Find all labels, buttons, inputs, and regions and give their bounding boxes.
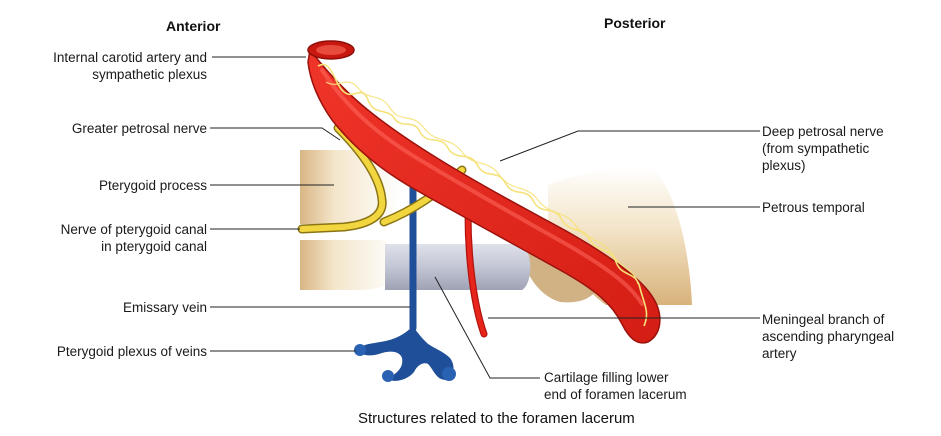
label-deep-petrosal-line2: (from sympathetic (762, 141, 870, 156)
sympathetic-plexus-strand (325, 81, 639, 285)
greater-petrosal-nerve-fill (299, 125, 386, 232)
label-cartilage-line2: end of foramen lacerum (544, 387, 687, 402)
leader-deep-petrosal (499, 130, 760, 162)
label-nerve-of-pterygoid-canal-line1: Nerve of pterygoid canal (61, 222, 207, 237)
label-petrous-temporal: Petrous temporal (762, 200, 865, 215)
pterygoid-plexus-vein-end-left (354, 344, 366, 356)
pterygoid-process-lower (300, 240, 399, 290)
leader-cartilage (434, 276, 540, 379)
figure-caption: Structures related to the foramen laceru… (358, 410, 635, 427)
label-pterygoid-process: Pterygoid process (99, 178, 207, 193)
sympathetic-plexus (317, 63, 648, 327)
label-greater-petrosal-nerve: Greater petrosal nerve (72, 121, 207, 136)
leader-greater-petrosal (210, 127, 341, 141)
artery-highlight (320, 68, 644, 306)
label-meningeal-line1: Meningeal branch of (762, 312, 885, 327)
heading-anterior: Anterior (166, 18, 221, 34)
internal-carotid-artery-lumen (316, 45, 346, 55)
label-internal-carotid-line2: sympathetic plexus (92, 67, 207, 82)
label-cartilage-line1: Cartilage filling lower (544, 370, 669, 385)
heading-posterior: Posterior (604, 15, 666, 31)
label-nerve-of-pterygoid-canal-line2: in pterygoid canal (101, 239, 207, 254)
label-meningeal-line3: artery (762, 346, 797, 361)
label-meningeal-line2: ascending pharyngeal (762, 329, 894, 344)
label-internal-carotid-line1: Internal carotid artery and (53, 50, 207, 65)
label-deep-petrosal-line1: Deep petrosal nerve (762, 124, 884, 139)
cartilage-foramen-lacerum (385, 244, 531, 290)
pterygoid-plexus-of-veins (358, 326, 454, 381)
pterygoid-plexus-vein-end-mid (382, 370, 394, 382)
label-emissary-vein: Emissary vein (123, 300, 207, 315)
label-pterygoid-plexus: Pterygoid plexus of veins (57, 344, 207, 359)
label-deep-petrosal-line3: plexus) (762, 158, 806, 173)
pterygoid-plexus-vein-end-right (442, 367, 456, 381)
meningeal-branch-artery-fill (465, 211, 487, 337)
